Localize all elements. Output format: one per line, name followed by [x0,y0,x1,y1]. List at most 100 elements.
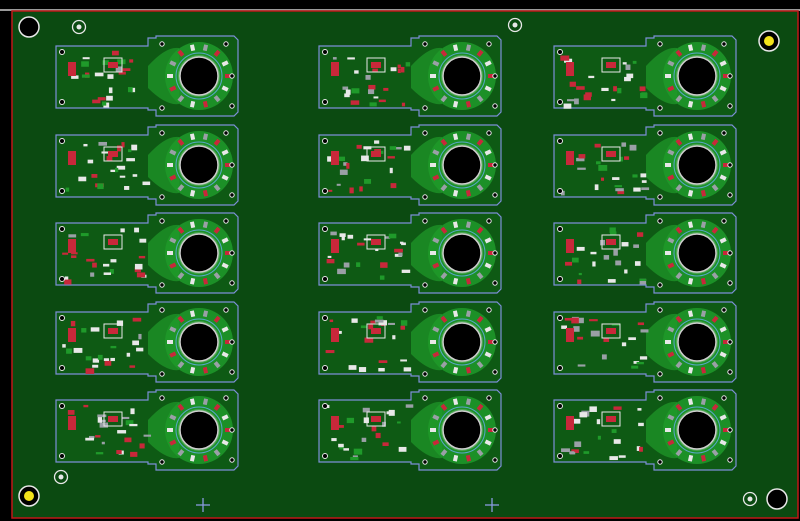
smd-component [103,272,112,275]
ring-pad [488,74,494,78]
via [159,194,165,200]
via [422,371,428,377]
ring-pad [189,277,196,285]
ring-pad [177,226,185,234]
via [727,162,733,168]
ring-pad [476,449,484,457]
smd-component [631,365,639,369]
smd-component [90,272,95,277]
smd-component [110,345,117,349]
ic-outline [601,146,621,162]
smd-component [85,368,95,374]
smd-component [613,249,618,256]
mounting-holes [18,16,788,512]
smd-component [400,320,408,326]
via [492,162,498,168]
smd-component [108,87,113,94]
via [657,459,663,465]
smd-component [117,59,126,65]
ring-pad [202,310,209,318]
regulator-component [566,328,574,342]
smd-component [115,66,123,73]
smd-component [104,360,112,366]
smd-component [565,261,573,266]
fiducial-top-b [507,17,523,33]
smd-component [344,93,350,98]
smd-component [633,187,641,192]
fiducial-bottom-b-center [747,496,753,502]
via [486,395,492,401]
via [657,130,663,136]
smd-component [118,71,126,75]
smd-component [382,421,386,427]
ring-pad [177,315,185,323]
regulator-component [566,416,574,430]
smd-component [92,99,101,104]
ring-pad [476,315,484,323]
ring-pad [687,44,694,52]
smd-component [102,101,107,106]
smd-component [110,169,118,173]
ring-pad [221,149,229,156]
ring-pad [700,277,707,285]
ring-pad [167,163,173,167]
ring-pad [719,174,727,181]
smd-component [617,87,622,94]
ring-pad [484,60,492,67]
smd-component [380,262,388,268]
smd-component [637,408,642,411]
ring-pad [675,95,683,103]
ring-pad [476,138,484,146]
via [322,226,328,232]
ring-pad [700,189,707,197]
smd-component [350,456,359,461]
smd-component [80,233,89,237]
ring-pad [465,133,472,141]
smd-component [613,86,617,92]
via [422,459,428,465]
smd-component [351,318,358,323]
via [557,49,563,55]
ring-outline [438,52,486,100]
smd-component [359,186,363,192]
ic-outline [366,234,386,250]
ring-pad [488,340,494,344]
smd-component [345,89,351,95]
center-drill-hole [179,145,219,185]
fiducial-bottom-a-center [58,474,64,480]
smd-component [335,425,344,428]
via [229,250,235,256]
via [159,395,165,401]
ring-pad [225,74,231,78]
ring-pad [667,351,675,358]
center-drill-hole [179,410,219,450]
smd-component [575,317,584,324]
ring-pad [189,100,196,108]
smd-component [621,142,627,147]
ring-pad [711,184,719,192]
smd-component [97,183,104,190]
smd-component [403,367,412,372]
ring-pad [221,60,229,67]
smd-component [596,419,601,425]
ic-body [108,62,118,68]
ring-pad [440,95,448,103]
ring-pad [719,149,727,156]
via [159,41,165,47]
smd-component [327,255,332,258]
via [59,403,65,409]
ic-body [371,239,381,245]
ring-pad [465,310,472,318]
ring-pad [169,439,177,446]
ring-pad [667,149,675,156]
smd-component [124,437,132,443]
via [59,49,65,55]
smd-component [640,173,647,178]
smd-component [65,187,70,192]
smd-component [397,68,401,74]
ring-pad [432,60,440,67]
smd-component [98,419,106,423]
smd-component [119,175,126,178]
smd-component [594,184,599,191]
smd-component [596,161,601,165]
